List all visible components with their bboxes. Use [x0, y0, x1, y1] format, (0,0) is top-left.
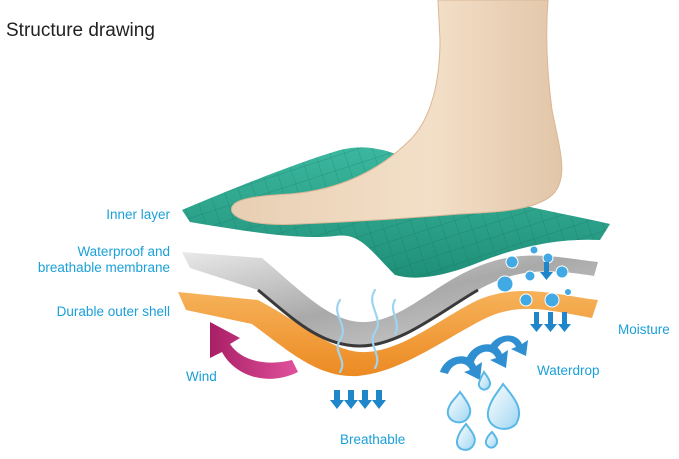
label-inner-layer: Inner layer — [106, 207, 170, 222]
breathable-airflow — [336, 288, 399, 374]
label-outer-shell: Durable outer shell — [56, 304, 170, 319]
label-moisture: Moisture — [618, 322, 670, 337]
label-membrane-line1: Waterproof and — [77, 244, 170, 259]
label-breathable: Breathable — [340, 432, 406, 447]
label-waterdrop: Waterdrop — [537, 363, 600, 378]
outer-shell-layer — [178, 291, 598, 377]
waterdrop-curl-arrows — [440, 335, 528, 380]
water-drops — [446, 370, 521, 451]
membrane-layer — [182, 252, 598, 348]
foot-illustration — [231, 0, 563, 225]
label-membrane-line2: breathable membrane — [37, 260, 170, 275]
diagram-title: Structure drawing — [6, 20, 155, 41]
moisture-bubbles — [496, 245, 572, 308]
moisture-arrows — [530, 262, 571, 332]
label-wind: Wind — [186, 369, 217, 384]
breathable-arrows — [330, 390, 386, 409]
wind-arrow — [210, 322, 298, 379]
